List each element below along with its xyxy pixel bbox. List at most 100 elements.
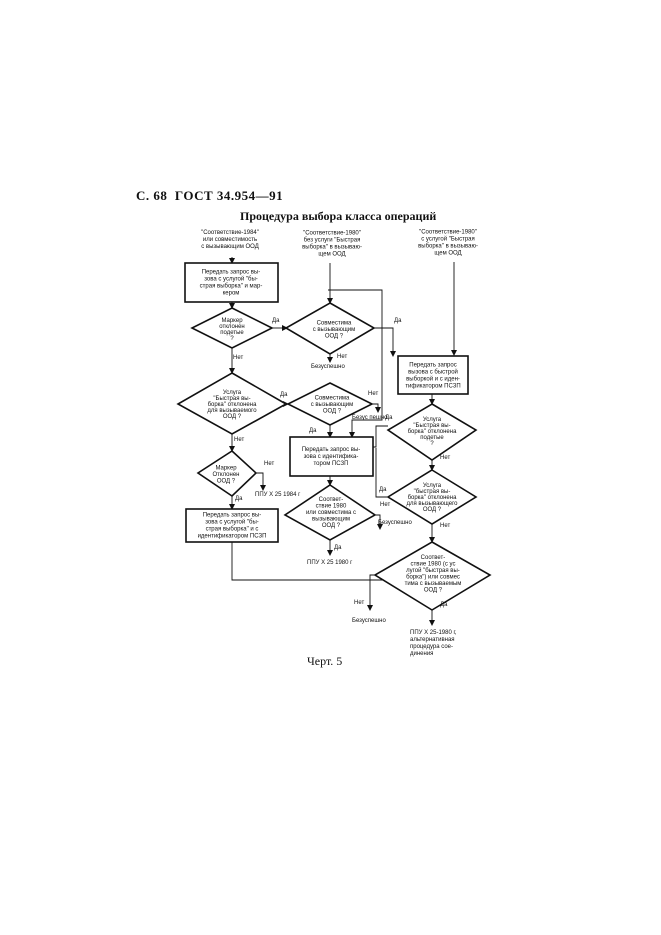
text-line: выборкой и с иден- <box>406 376 460 383</box>
text-line: борка" отклонена <box>408 495 458 501</box>
text-line: ООД ? <box>322 523 341 529</box>
decision-conformance-1980-fast <box>373 541 492 611</box>
text-line: "Соответствие-1980" <box>419 230 477 236</box>
label-ppu1984: ППУ Х 25 1984 г <box>255 492 301 498</box>
text-line: ООД ? <box>323 409 342 415</box>
line-d6-ppu1984 <box>256 472 266 491</box>
decision-marker-rejected <box>190 307 274 349</box>
text-line: или совместима с <box>306 510 356 516</box>
text-line: Услуга <box>423 483 442 489</box>
text-line: выборка" в вызываю- <box>418 244 478 250</box>
text-line: Совместима <box>317 321 352 327</box>
text-line: Услуга <box>223 390 242 396</box>
label-d9-yes: Да <box>440 602 448 608</box>
line-d9-fail <box>367 574 375 611</box>
text-line: зова с услугой "бы- <box>204 276 258 283</box>
text-line: процедура сое- <box>410 644 453 650</box>
line-e2-b2 <box>328 289 383 438</box>
label-d4-fail: Безус пешно <box>352 415 388 421</box>
box-send-fast-select-with-psz-id <box>185 508 279 543</box>
text-line: страя выборка" и мар- <box>200 284 263 290</box>
text-line: страя выборка" и с <box>206 527 259 533</box>
text-line: подетые <box>420 435 444 441</box>
line-d8-fail <box>375 514 383 530</box>
label-d2-fail: Безуспешно <box>311 364 345 370</box>
label-d1-yes: Да <box>272 318 280 324</box>
text-line: вызова с быстрой <box>408 369 458 376</box>
text-line: Передать запрос вы- <box>202 270 261 276</box>
text-line: борка") или совмес <box>406 574 460 580</box>
text-line: Услуга <box>423 417 442 423</box>
decision-marker-rejected-dte <box>196 449 258 498</box>
text-line: зова с услугой "бы- <box>205 519 259 526</box>
text-line: ООД ? <box>325 334 344 340</box>
text-line: выборка" в вызываю- <box>302 245 362 251</box>
box-send-fast-select-psz-id <box>397 355 469 395</box>
text-line: ООД ? <box>217 479 236 485</box>
label-d3-no: Нет <box>234 437 244 443</box>
text-line: динения <box>410 651 433 657</box>
decision-fast-select-rejected <box>386 403 478 461</box>
label-d2-no: Нет <box>337 354 347 360</box>
box-send-fast-select-marker <box>184 262 279 303</box>
label-d6-no: Нет <box>264 461 274 467</box>
text-line: "быстрая вы- <box>414 489 451 495</box>
decision-compatible-2 <box>286 382 374 426</box>
text-line: идентификатором ПСЗП <box>198 534 267 540</box>
label-d7-yes: Да <box>379 487 387 493</box>
box-send-with-psz-id-text: Передать запрос вы-зова с идентифика-тор… <box>302 447 361 467</box>
text-line: кером <box>223 291 240 297</box>
page-header: С. 68 ГОСТ 34.954—91 <box>136 188 283 204</box>
text-line: с вызывающим ООД <box>201 244 259 250</box>
text-line: Маркер <box>215 466 237 472</box>
diagram-title: Процедура выбора класса операций <box>240 209 437 223</box>
text-line: тима с вызываемым <box>405 581 462 587</box>
decision-fast-select-rejected-calling <box>386 469 478 525</box>
label-d8-no: Нет <box>380 502 390 508</box>
label-d5-no: Нет <box>440 455 450 461</box>
text-line: отклонен <box>219 324 245 330</box>
text-line: ствие 1980 <box>316 504 347 510</box>
label-d4-yes: Да <box>309 428 317 434</box>
text-line: Соответ- <box>319 497 344 503</box>
text-line: ООД ? <box>223 414 242 420</box>
text-line: с услугой "Быстрая <box>421 236 475 243</box>
label-d8-yes: Да <box>334 545 342 551</box>
text-line: щем ООД <box>434 251 461 257</box>
label-d2-yes: Да <box>394 318 402 324</box>
text-line: Передать запрос вы- <box>302 447 361 453</box>
text-line: подетые <box>220 330 244 336</box>
label-d8-fail: Безуспешно <box>378 520 412 526</box>
text-line: ППУ Х 25-1980 г, <box>410 630 457 636</box>
figure-caption: Черт. 5 <box>307 654 343 668</box>
text-line: ? <box>230 336 234 342</box>
text-line: ООД ? <box>423 507 442 513</box>
box-send-with-psz-id <box>289 436 374 477</box>
text-line: "Быстрая вы- <box>413 423 450 429</box>
text-line: или совместимость <box>203 237 257 243</box>
text-line: без услуги "Быстрая <box>304 238 361 244</box>
text-line: лугой "быстрая вы- <box>406 567 460 574</box>
text-line: зова с идентифика- <box>304 454 359 460</box>
label-d5-yes: Да <box>385 415 393 421</box>
text-line: Передать запрос вы- <box>203 513 262 519</box>
standard-code: ГОСТ 34.954—91 <box>174 188 284 203</box>
text-line: тификатором ПСЗП <box>405 384 460 390</box>
text-line: щем ООД <box>318 252 345 258</box>
text-line: Совместима <box>315 396 350 402</box>
label-d3-yes: Да <box>280 392 288 398</box>
label-d9-no: Нет <box>354 600 364 606</box>
